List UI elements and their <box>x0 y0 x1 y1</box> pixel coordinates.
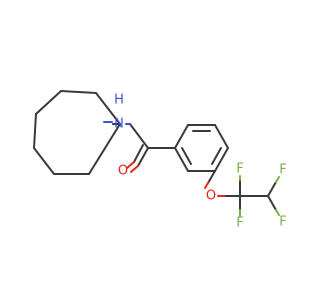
ether-oxygen-label: O <box>206 189 216 204</box>
fluorine-label-1: F <box>236 162 243 177</box>
cycloheptyl-ring <box>33 90 121 175</box>
structure-svg: H N O O F F F F <box>33 90 287 231</box>
tetrafluoroethoxy-group <box>204 170 280 217</box>
nitrogen-label: N <box>114 117 124 132</box>
amide-group <box>103 121 176 173</box>
benzene-ring <box>174 124 229 172</box>
fluorine-label-4: F <box>279 215 286 230</box>
molecule-diagram: H N O O F F F F <box>33 90 287 231</box>
fluorine-label-2: F <box>236 216 243 231</box>
carbonyl-oxygen-label: O <box>118 164 128 179</box>
fluorine-label-3: F <box>279 163 286 178</box>
hydrogen-label: H <box>114 93 124 108</box>
